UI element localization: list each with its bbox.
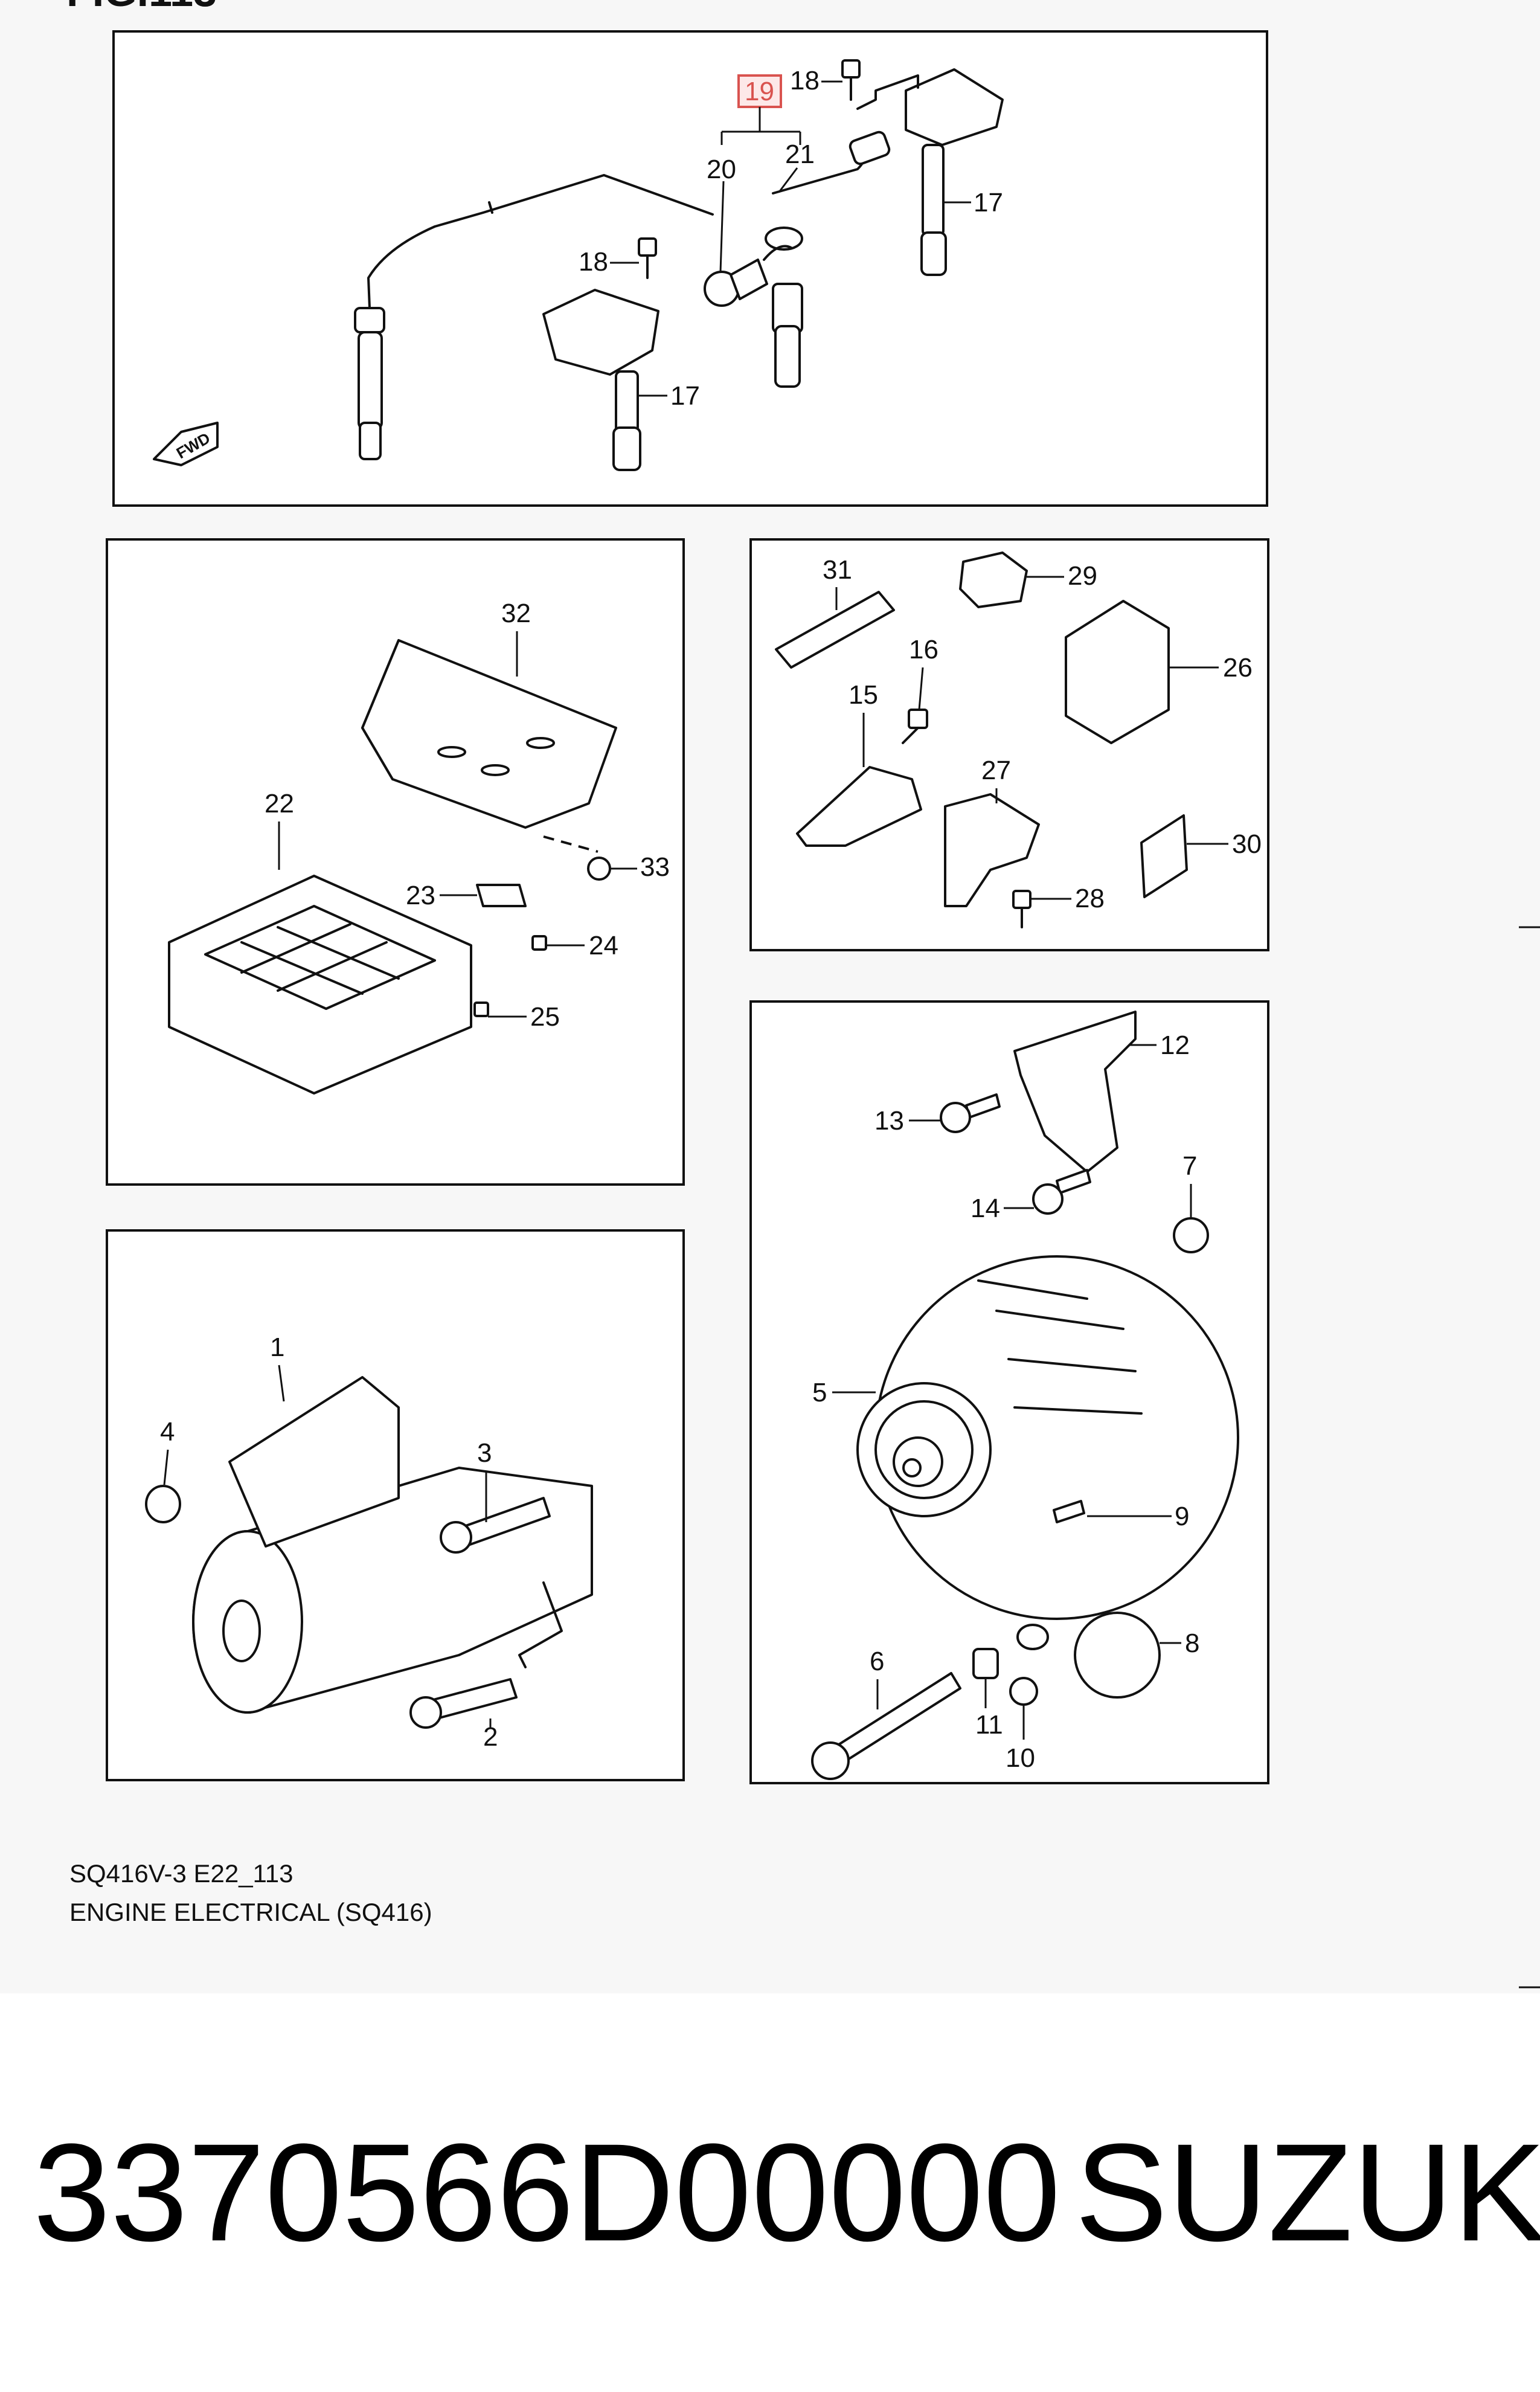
callout-19: 19: [745, 77, 774, 106]
callout-18-mid: 18: [579, 247, 608, 277]
part-number: 3370566D00000: [33, 2115, 1061, 2270]
bolt-18-top: [841, 59, 861, 79]
callout-31: 31: [823, 555, 852, 585]
sensor-31: [775, 591, 895, 669]
brand-name: SUZUKI: [1075, 2115, 1540, 2270]
panel-ignition-coils: [112, 30, 1268, 507]
callout-32: 32: [501, 599, 531, 628]
callout-13: 13: [874, 1106, 904, 1136]
callout-16: 16: [909, 635, 938, 664]
callout-30: 30: [1232, 829, 1262, 859]
part-29: [959, 551, 1028, 608]
plug-boot-left: [354, 307, 385, 333]
callout-11: 11: [975, 1710, 1003, 1740]
callout-20: 20: [707, 155, 736, 184]
diagram-caption: SQ416V-3 E22_113 ENGINE ELECTRICAL (SQ41…: [69, 1854, 432, 1932]
nut-10: [1009, 1677, 1038, 1706]
callout-12: 12: [1160, 1030, 1190, 1060]
callout-1: 1: [270, 1333, 284, 1362]
callout-19-highlight: [737, 74, 782, 108]
callout-5: 5: [812, 1378, 827, 1407]
parts-diagram: FIG.113 FWD 19 20 21 18 18 17 17: [66, 0, 1540, 1989]
ignition-coil-left: [542, 289, 659, 376]
bolt-28: [1012, 890, 1031, 909]
callout-26: 26: [1223, 653, 1253, 683]
screw-25: [473, 1001, 489, 1017]
callout-21: 21: [785, 140, 815, 169]
bulb-15: [796, 766, 922, 847]
ignition-coil-right: [905, 68, 1004, 146]
plug-cap-left: [358, 331, 383, 430]
nut-33: [587, 857, 611, 881]
collar-11: [972, 1648, 999, 1679]
relay-26: [1065, 600, 1170, 744]
callout-27: 27: [981, 756, 1011, 785]
nut-4: [145, 1485, 181, 1523]
callout-25: 25: [530, 1002, 560, 1032]
ecm-unit-22: [168, 875, 472, 1095]
caption-code: SQ416V-3 E22_113: [69, 1859, 294, 1888]
callout-10: 10: [1006, 1743, 1035, 1773]
callout-15: 15: [849, 680, 878, 710]
callout-22: 22: [265, 789, 294, 818]
nut-7: [1173, 1217, 1209, 1253]
bolt-16: [908, 709, 928, 729]
callout-8: 8: [1185, 1628, 1199, 1658]
callout-17-right: 17: [974, 188, 1003, 217]
callout-7: 7: [1182, 1151, 1197, 1181]
callout-9: 9: [1175, 1502, 1189, 1531]
bracket-23: [476, 884, 527, 907]
fwd-arrow-icon: [153, 422, 219, 466]
screw-24: [531, 935, 547, 951]
callout-14: 14: [971, 1194, 1000, 1223]
bolt-9: [1053, 1500, 1085, 1523]
callout-29: 29: [1068, 561, 1097, 591]
sensor-27: [944, 793, 1040, 907]
callout-4: 4: [160, 1417, 175, 1447]
callout-33: 33: [640, 852, 670, 882]
callout-24: 24: [589, 931, 618, 960]
bracket-8: [1074, 1612, 1161, 1699]
bolt-18-mid: [638, 237, 657, 257]
caption-title: ENGINE ELECTRICAL (SQ416): [69, 1898, 432, 1926]
figure-header: FIG.113: [66, 0, 217, 15]
callout-18-top: 18: [790, 66, 820, 95]
part-banner: 3370566D00000 SUZUKI: [33, 2115, 1540, 2270]
callout-17-left: 17: [670, 381, 700, 411]
callout-6: 6: [870, 1647, 884, 1676]
callout-3: 3: [477, 1438, 492, 1468]
callout-23: 23: [406, 881, 435, 910]
bracket-12: [1013, 1011, 1137, 1173]
plug-lead-wire: [367, 174, 714, 309]
callout-28: 28: [1075, 884, 1105, 913]
cover-30: [1140, 814, 1188, 898]
